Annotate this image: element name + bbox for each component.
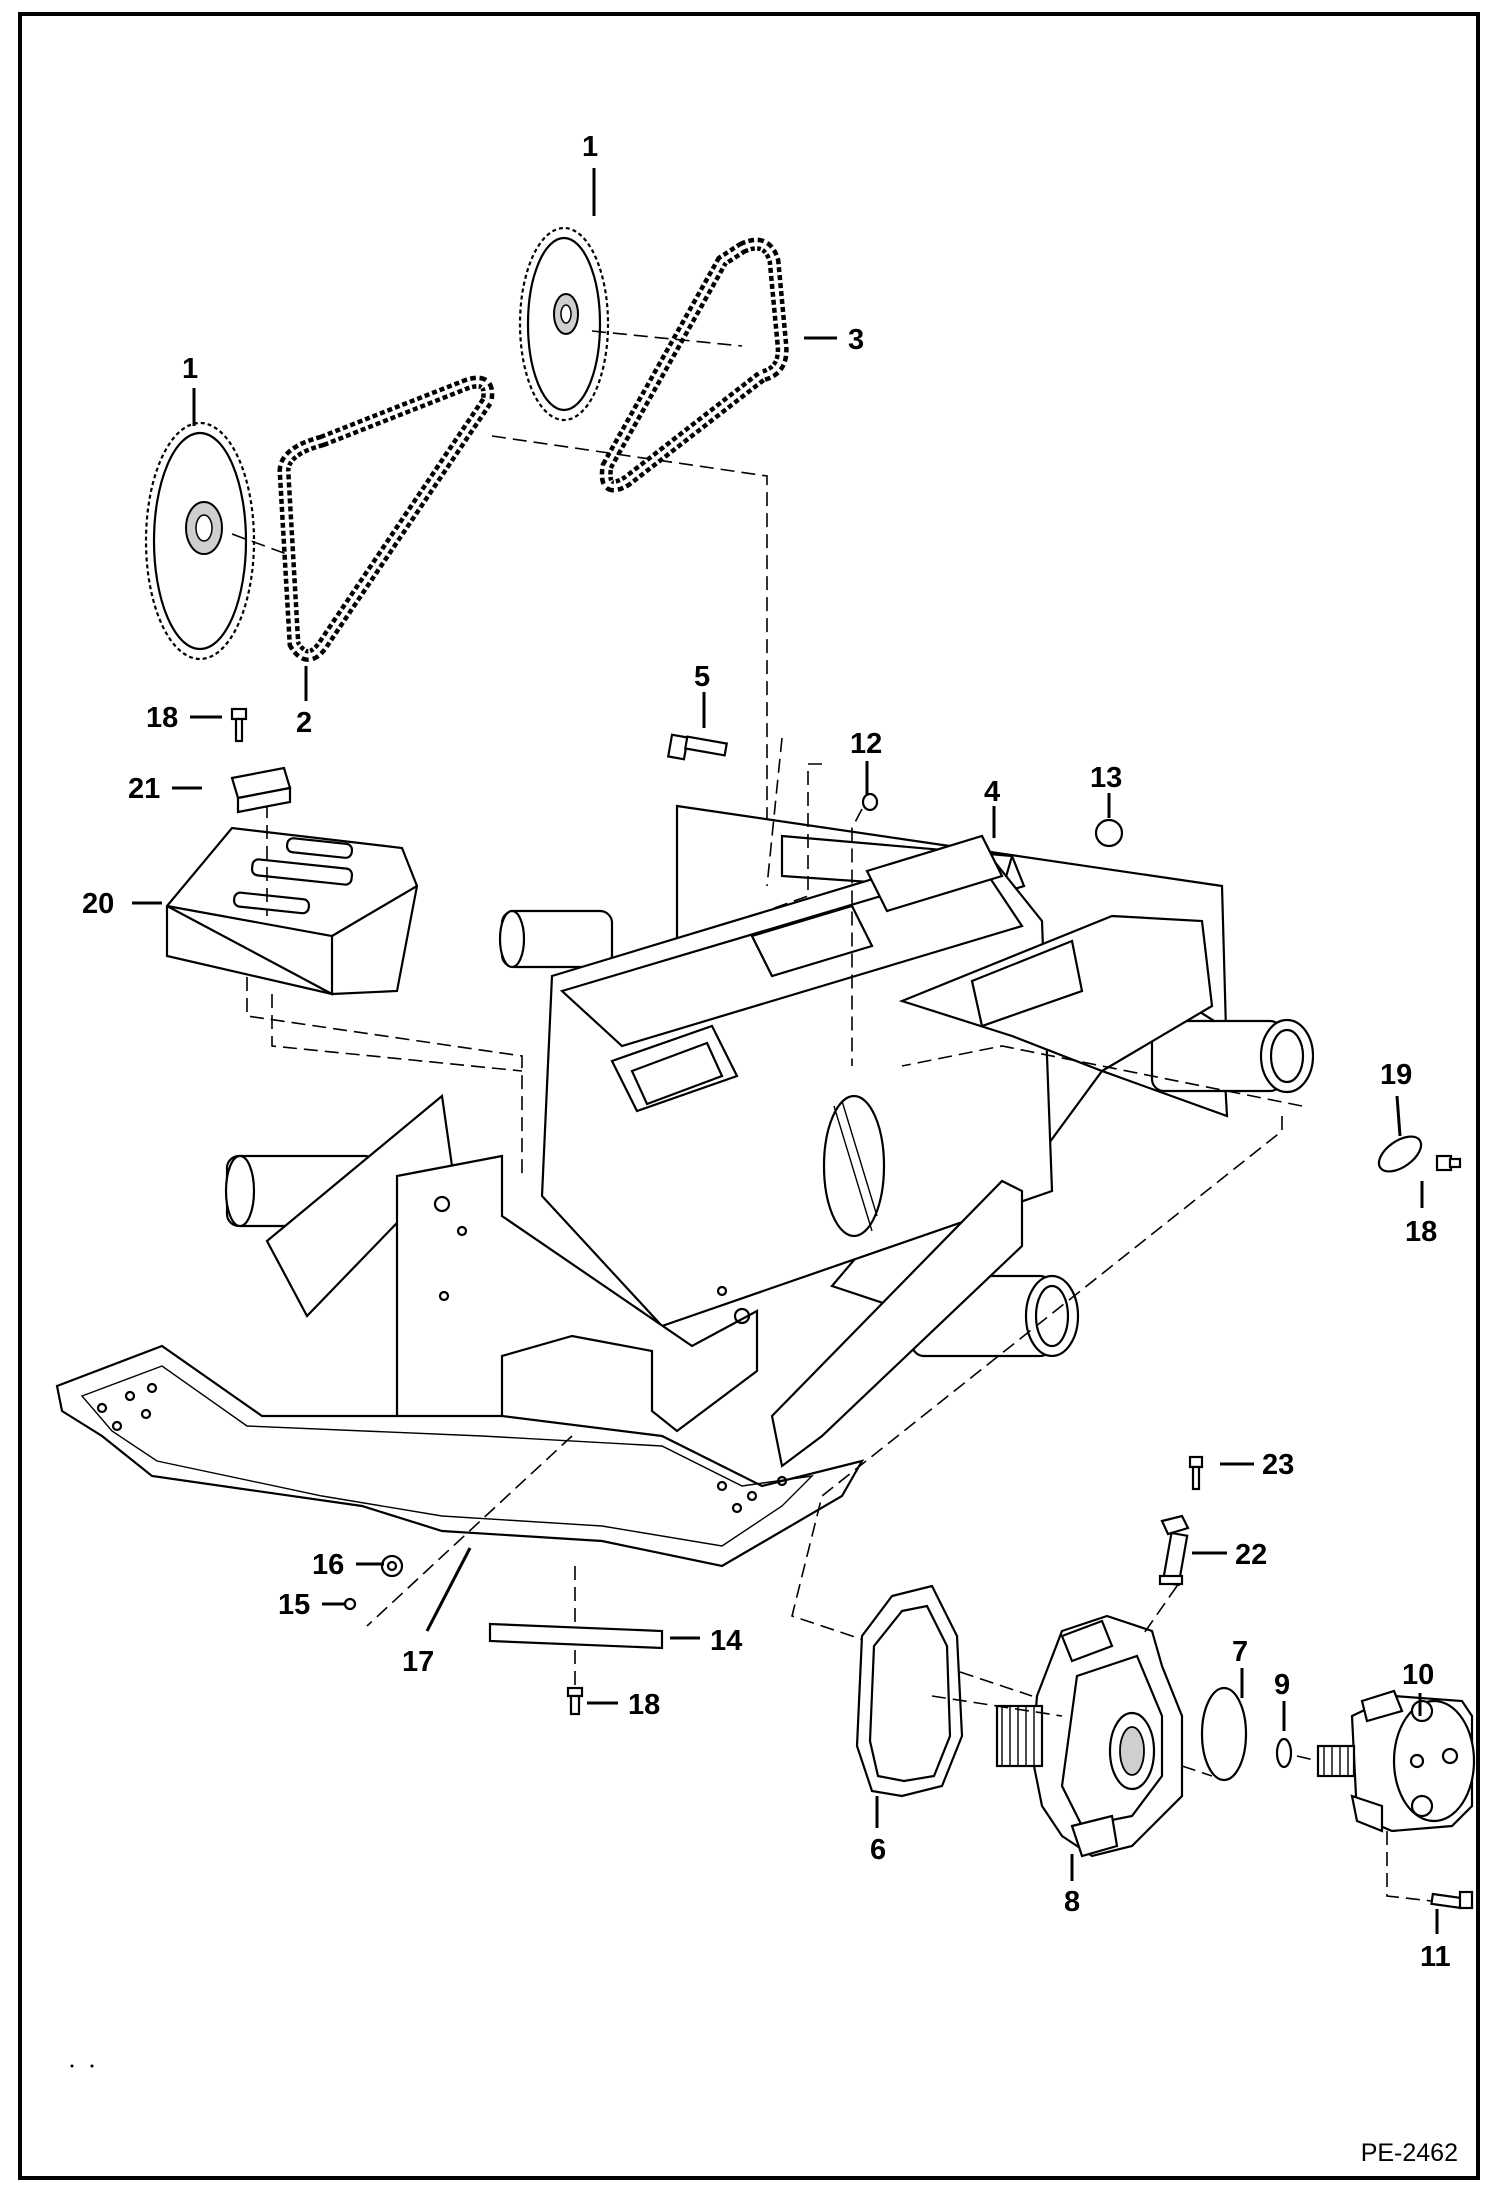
callout-4: 4 [984,776,1000,808]
bolt-18-top [230,707,248,743]
sprocket-left [144,421,256,661]
callout-15: 15 [278,1589,310,1621]
bolt-18-bottom [566,1686,584,1716]
bolt-11 [1430,1890,1474,1910]
nut-16 [380,1554,404,1578]
ring-9 [1275,1737,1293,1769]
callout-5: 5 [694,661,710,693]
callout-8: 8 [1064,1886,1080,1918]
callout-20: 20 [82,888,114,920]
callout-21: 21 [128,773,160,805]
callout-11: 11 [1420,1941,1451,1973]
drive-chain-3 [599,237,789,493]
callout-7: 7 [1232,1636,1248,1668]
cover-19 [1377,1135,1462,1173]
callout-14: 14 [710,1625,742,1657]
fitting-22 [1158,1514,1190,1587]
callout-9: 9 [1274,1669,1290,1701]
drive-chain-2 [277,375,495,662]
motor-10 [1316,1689,1476,1833]
drawing-sheet: 1 1 2 3 4 5 6 7 8 9 10 11 12 13 14 15 16… [18,12,1480,2180]
callout-3: 3 [848,324,864,356]
o-ring-7 [1200,1686,1248,1782]
callout-18-right: 18 [1405,1216,1437,1248]
callout-18-top: 18 [146,702,178,734]
callout-17: 17 [402,1646,434,1678]
exploded-parts-diagram: 1 1 2 3 4 5 6 7 8 9 10 11 12 13 14 15 16… [55,131,1476,2068]
gasket-6 [855,1584,964,1798]
callout-23: 23 [1262,1449,1294,1481]
sprocket-top [518,226,610,422]
callout-22: 22 [1235,1539,1267,1571]
weight-block-20 [165,826,419,996]
callout-12: 12 [850,728,882,760]
callout-2: 2 [296,707,312,739]
callout-6: 6 [870,1834,886,1866]
bracket-21 [230,766,292,814]
callout-1-top: 1 [582,131,598,163]
leader-lines [132,168,1439,1934]
callout-19: 19 [1380,1059,1412,1091]
chaincase-frame [55,804,1315,1568]
housing-8 [995,1614,1184,1858]
bolt-15 [343,1597,357,1611]
cap-13 [1094,818,1124,848]
bolt-23 [1188,1455,1204,1491]
bolt-5 [666,733,729,761]
callout-18-bottom: 18 [628,1689,660,1721]
plug-12 [861,792,879,812]
callout-10: 10 [1402,1659,1434,1691]
callout-1-left: 1 [182,353,198,385]
drawing-reference-number: PE-2462 [1360,2139,1458,2167]
plate-14 [488,1622,664,1650]
callout-13: 13 [1090,762,1122,794]
callout-16: 16 [312,1549,344,1581]
